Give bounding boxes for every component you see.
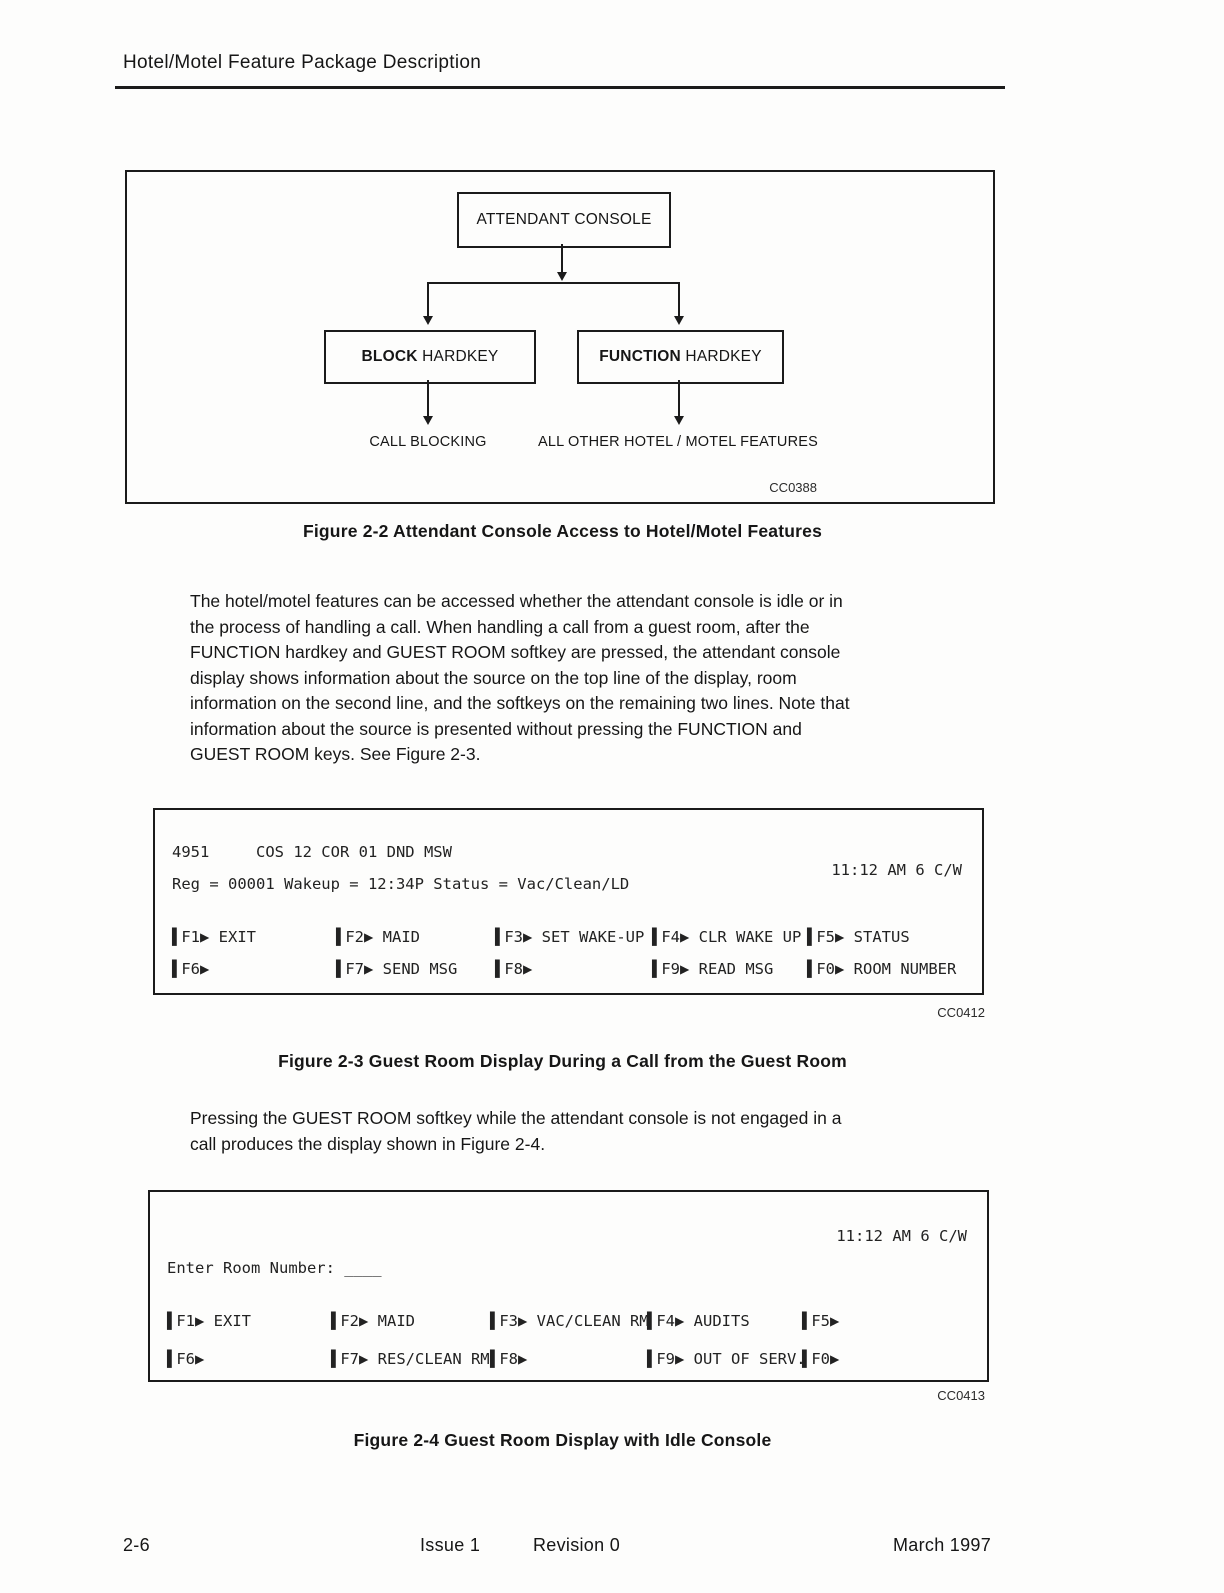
arrowhead-icon	[557, 272, 567, 281]
figure-code-cc0388: CC0388	[769, 480, 817, 495]
paragraph-line: display shows information about the sour…	[190, 667, 797, 688]
softkey-f1: ▌F1▶ EXIT	[167, 1312, 251, 1330]
softkey-f4: ▌F4▶ AUDITS	[647, 1312, 750, 1330]
arrowhead-icon	[423, 316, 433, 325]
clock-text: 11:12 AM 6 C/W	[836, 1227, 967, 1245]
softkey-f8: ▌F8▶	[490, 1350, 528, 1368]
figure-code-cc0413: CC0413	[937, 1388, 985, 1403]
softkey-f0: ▌F0▶	[802, 1350, 840, 1368]
figure-2-3-console-display: 4951 COS 12 COR 01 DND MSW 11:12 AM 6 C/…	[153, 808, 984, 995]
softkey-f8: ▌F8▶	[495, 960, 533, 978]
connector-line	[561, 244, 563, 272]
softkey-f6: ▌F6▶	[167, 1350, 205, 1368]
softkey-f9: ▌F9▶ READ MSG	[652, 960, 774, 978]
footer-date: March 1997	[893, 1535, 992, 1555]
footer-page-number: 2-6	[123, 1535, 150, 1555]
softkey-f3: ▌F3▶ VAC/CLEAN RM	[490, 1312, 649, 1330]
page-header-title: Hotel/Motel Feature Package Description	[123, 52, 482, 73]
arrowhead-icon	[674, 416, 684, 425]
block-hardkey-rest: HARDKEY	[417, 348, 499, 365]
softkey-row-1: ▌F1▶ EXIT ▌F2▶ MAID ▌F3▶ VAC/CLEAN RM ▌F…	[150, 1312, 987, 1332]
figure-2-3-caption: Figure 2-3 Guest Room Display During a C…	[278, 1051, 847, 1071]
softkey-f2: ▌F2▶ MAID	[331, 1312, 415, 1330]
softkey-row-2: ▌F6▶ ▌F7▶ SEND MSG ▌F8▶ ▌F9▶ READ MSG ▌F…	[155, 960, 982, 980]
figure-2-4-console-display: 11:12 AM 6 C/W Enter Room Number: ____ ▌…	[148, 1190, 989, 1382]
figure-2-2-caption: Figure 2-2 Attendant Console Access to H…	[302, 521, 823, 541]
enter-room-number-prompt: Enter Room Number: ____	[167, 1259, 382, 1277]
extension-status-text: 4951 COS 12 COR 01 DND MSW	[172, 843, 452, 861]
softkey-f7: ▌F7▶ RES/CLEAN RM	[331, 1350, 490, 1368]
header-rule	[115, 86, 1005, 89]
softkey-row-1: ▌F1▶ EXIT ▌F2▶ MAID ▌F3▶ SET WAKE-UP ▌F4…	[155, 928, 982, 948]
softkey-f2: ▌F2▶ MAID	[336, 928, 420, 946]
display-line-2: Reg = 00001 Wakeup = 12:34P Status = Vac…	[155, 857, 982, 911]
softkey-f1: ▌F1▶ EXIT	[172, 928, 256, 946]
paragraph-line: the process of handling a call. When han…	[190, 616, 810, 637]
function-hardkey-bold: FUNCTION	[599, 348, 681, 365]
paragraph-line: GUEST ROOM keys. See Figure 2-3.	[190, 744, 481, 764]
block-hardkey-bold: BLOCK	[361, 348, 418, 365]
display-line-1: 11:12 AM 6 C/W	[150, 1209, 987, 1263]
clock-text: 11:12 AM 6 C/W	[831, 861, 962, 879]
call-blocking-label: CALL BLOCKING	[369, 434, 487, 450]
block-hardkey-label: BLOCK HARDKEY	[362, 348, 499, 366]
body-paragraph-2: Pressing the GUEST ROOM softkey while th…	[190, 1106, 1020, 1157]
softkey-f7: ▌F7▶ SEND MSG	[336, 960, 458, 978]
arrowhead-icon	[423, 416, 433, 425]
connector-line	[427, 282, 429, 316]
figure-2-2-diagram: ATTENDANT CONSOLE BLOCK HARDKEY FUNCTION…	[125, 170, 995, 504]
function-hardkey-rest: HARDKEY	[680, 348, 762, 365]
room-info-text: Reg = 00001 Wakeup = 12:34P Status = Vac…	[172, 875, 630, 893]
softkey-f0: ▌F0▶ ROOM NUMBER	[807, 960, 957, 978]
softkey-f9: ▌F9▶ OUT OF SERV.	[647, 1350, 806, 1368]
figure-2-4-caption: Figure 2-4 Guest Room Display with Idle …	[353, 1430, 772, 1450]
paragraph-line: information on the second line, and the …	[190, 693, 850, 713]
connector-line	[678, 282, 680, 316]
display-line-2: Enter Room Number: ____	[150, 1241, 987, 1295]
softkey-f6: ▌F6▶	[172, 960, 210, 978]
figure-code-cc0412: CC0412	[937, 1005, 985, 1020]
attendant-console-label: ATTENDANT CONSOLE	[476, 211, 652, 228]
footer-revision: Revision 0	[533, 1535, 621, 1555]
diagram-node-block-hardkey: BLOCK HARDKEY	[324, 330, 536, 384]
softkey-f5: ▌F5▶ STATUS	[807, 928, 910, 946]
softkey-f4: ▌F4▶ CLR WAKE UP	[652, 928, 802, 946]
connector-line	[427, 380, 429, 416]
connector-line	[427, 282, 680, 284]
diagram-node-function-hardkey: FUNCTION HARDKEY	[577, 330, 784, 384]
paragraph-line: call produces the display shown in Figur…	[190, 1133, 546, 1154]
softkey-f3: ▌F3▶ SET WAKE-UP	[495, 928, 645, 946]
connector-line	[678, 380, 680, 416]
paragraph-line: information about the source is presente…	[190, 718, 802, 739]
diagram-node-attendant-console: ATTENDANT CONSOLE	[457, 192, 671, 248]
paragraph-line: The hotel/motel features can be accessed…	[190, 591, 843, 611]
display-line-1: 4951 COS 12 COR 01 DND MSW 11:12 AM 6 C/…	[155, 825, 982, 897]
footer-issue: Issue 1	[420, 1535, 481, 1555]
body-paragraph-1: The hotel/motel features can be accessed…	[190, 589, 1020, 768]
softkey-f5: ▌F5▶	[802, 1312, 840, 1330]
paragraph-line: Pressing the GUEST ROOM softkey while th…	[190, 1108, 842, 1128]
arrowhead-icon	[674, 316, 684, 325]
function-hardkey-label: FUNCTION HARDKEY	[599, 348, 762, 366]
softkey-row-2: ▌F6▶ ▌F7▶ RES/CLEAN RM ▌F8▶ ▌F9▶ OUT OF …	[150, 1350, 987, 1370]
all-other-features-label: ALL OTHER HOTEL / MOTEL FEATURES	[537, 434, 819, 450]
paragraph-line: FUNCTION hardkey and GUEST ROOM softkey …	[190, 642, 841, 662]
